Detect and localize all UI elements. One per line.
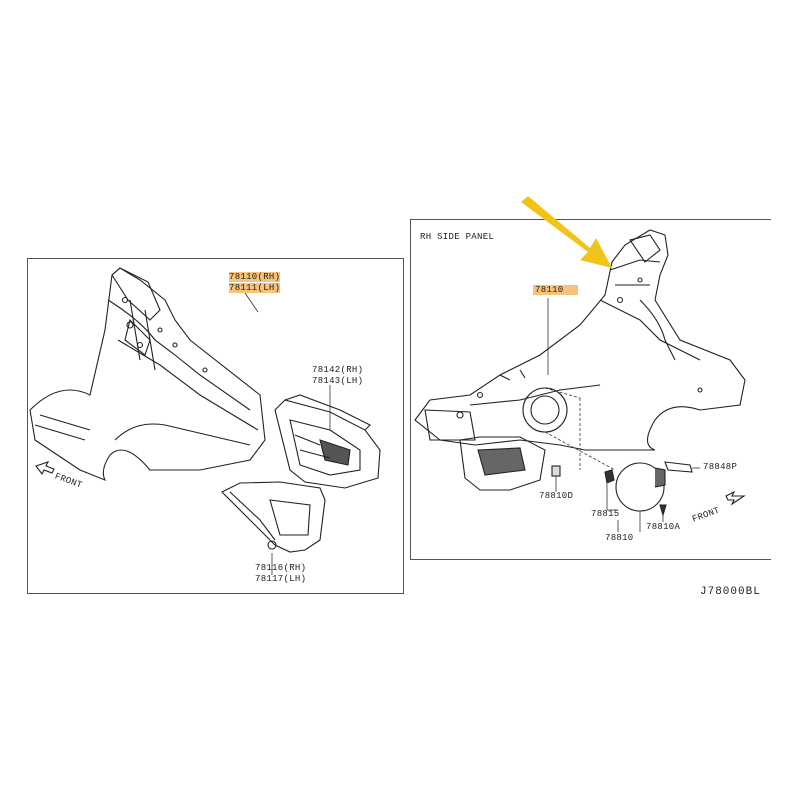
label-line: 78110 (533, 285, 578, 295)
label-line: 78111(LH) (229, 283, 281, 293)
label-78142-78143: 78142(RH) 78143(LH) (312, 365, 363, 387)
label-78810A: 78810A (646, 522, 681, 532)
right-panel-frame (410, 219, 771, 560)
label-78848P: 78848P (703, 462, 738, 472)
label-78810D: 78810D (539, 491, 574, 501)
label-line: 78117(LH) (255, 574, 307, 584)
left-inner-panel-drawing (274, 394, 381, 489)
fuel-filler-dashed-lines (544, 387, 616, 471)
right-panel-title: RH SIDE PANEL (420, 232, 495, 242)
label-line: 78116(RH) (255, 563, 307, 573)
left-lower-panel-drawing (221, 481, 326, 553)
right-leader-lines (547, 298, 700, 532)
label-line: 78110(RH) (229, 272, 281, 282)
bumper-78848P-drawing (664, 461, 693, 473)
yellow-pointer-arrow (521, 196, 612, 268)
label-78815: 78815 (591, 509, 620, 519)
label-line: 78142(RH) (312, 365, 364, 375)
left-panel-frame (27, 258, 404, 594)
label-78110-right: 78110 (533, 285, 578, 296)
left-side-panel-drawing (29, 267, 266, 482)
left-front-arrow (35, 461, 55, 476)
label-78810: 78810 (605, 533, 634, 543)
left-leader-lines (244, 292, 331, 575)
label-78110-78111: 78110(RH) 78111(LH) (229, 272, 281, 294)
right-front-arrow (725, 490, 746, 506)
label-line: 78143(LH) (312, 376, 364, 386)
right-side-panel-drawing (414, 229, 746, 451)
diagram-code: J78000BL (700, 586, 761, 598)
fuel-lid-drawing (551, 462, 667, 517)
right-inner-housing-drawing (459, 387, 568, 491)
label-78116-78117: 78116(RH) 78117(LH) (255, 563, 306, 585)
